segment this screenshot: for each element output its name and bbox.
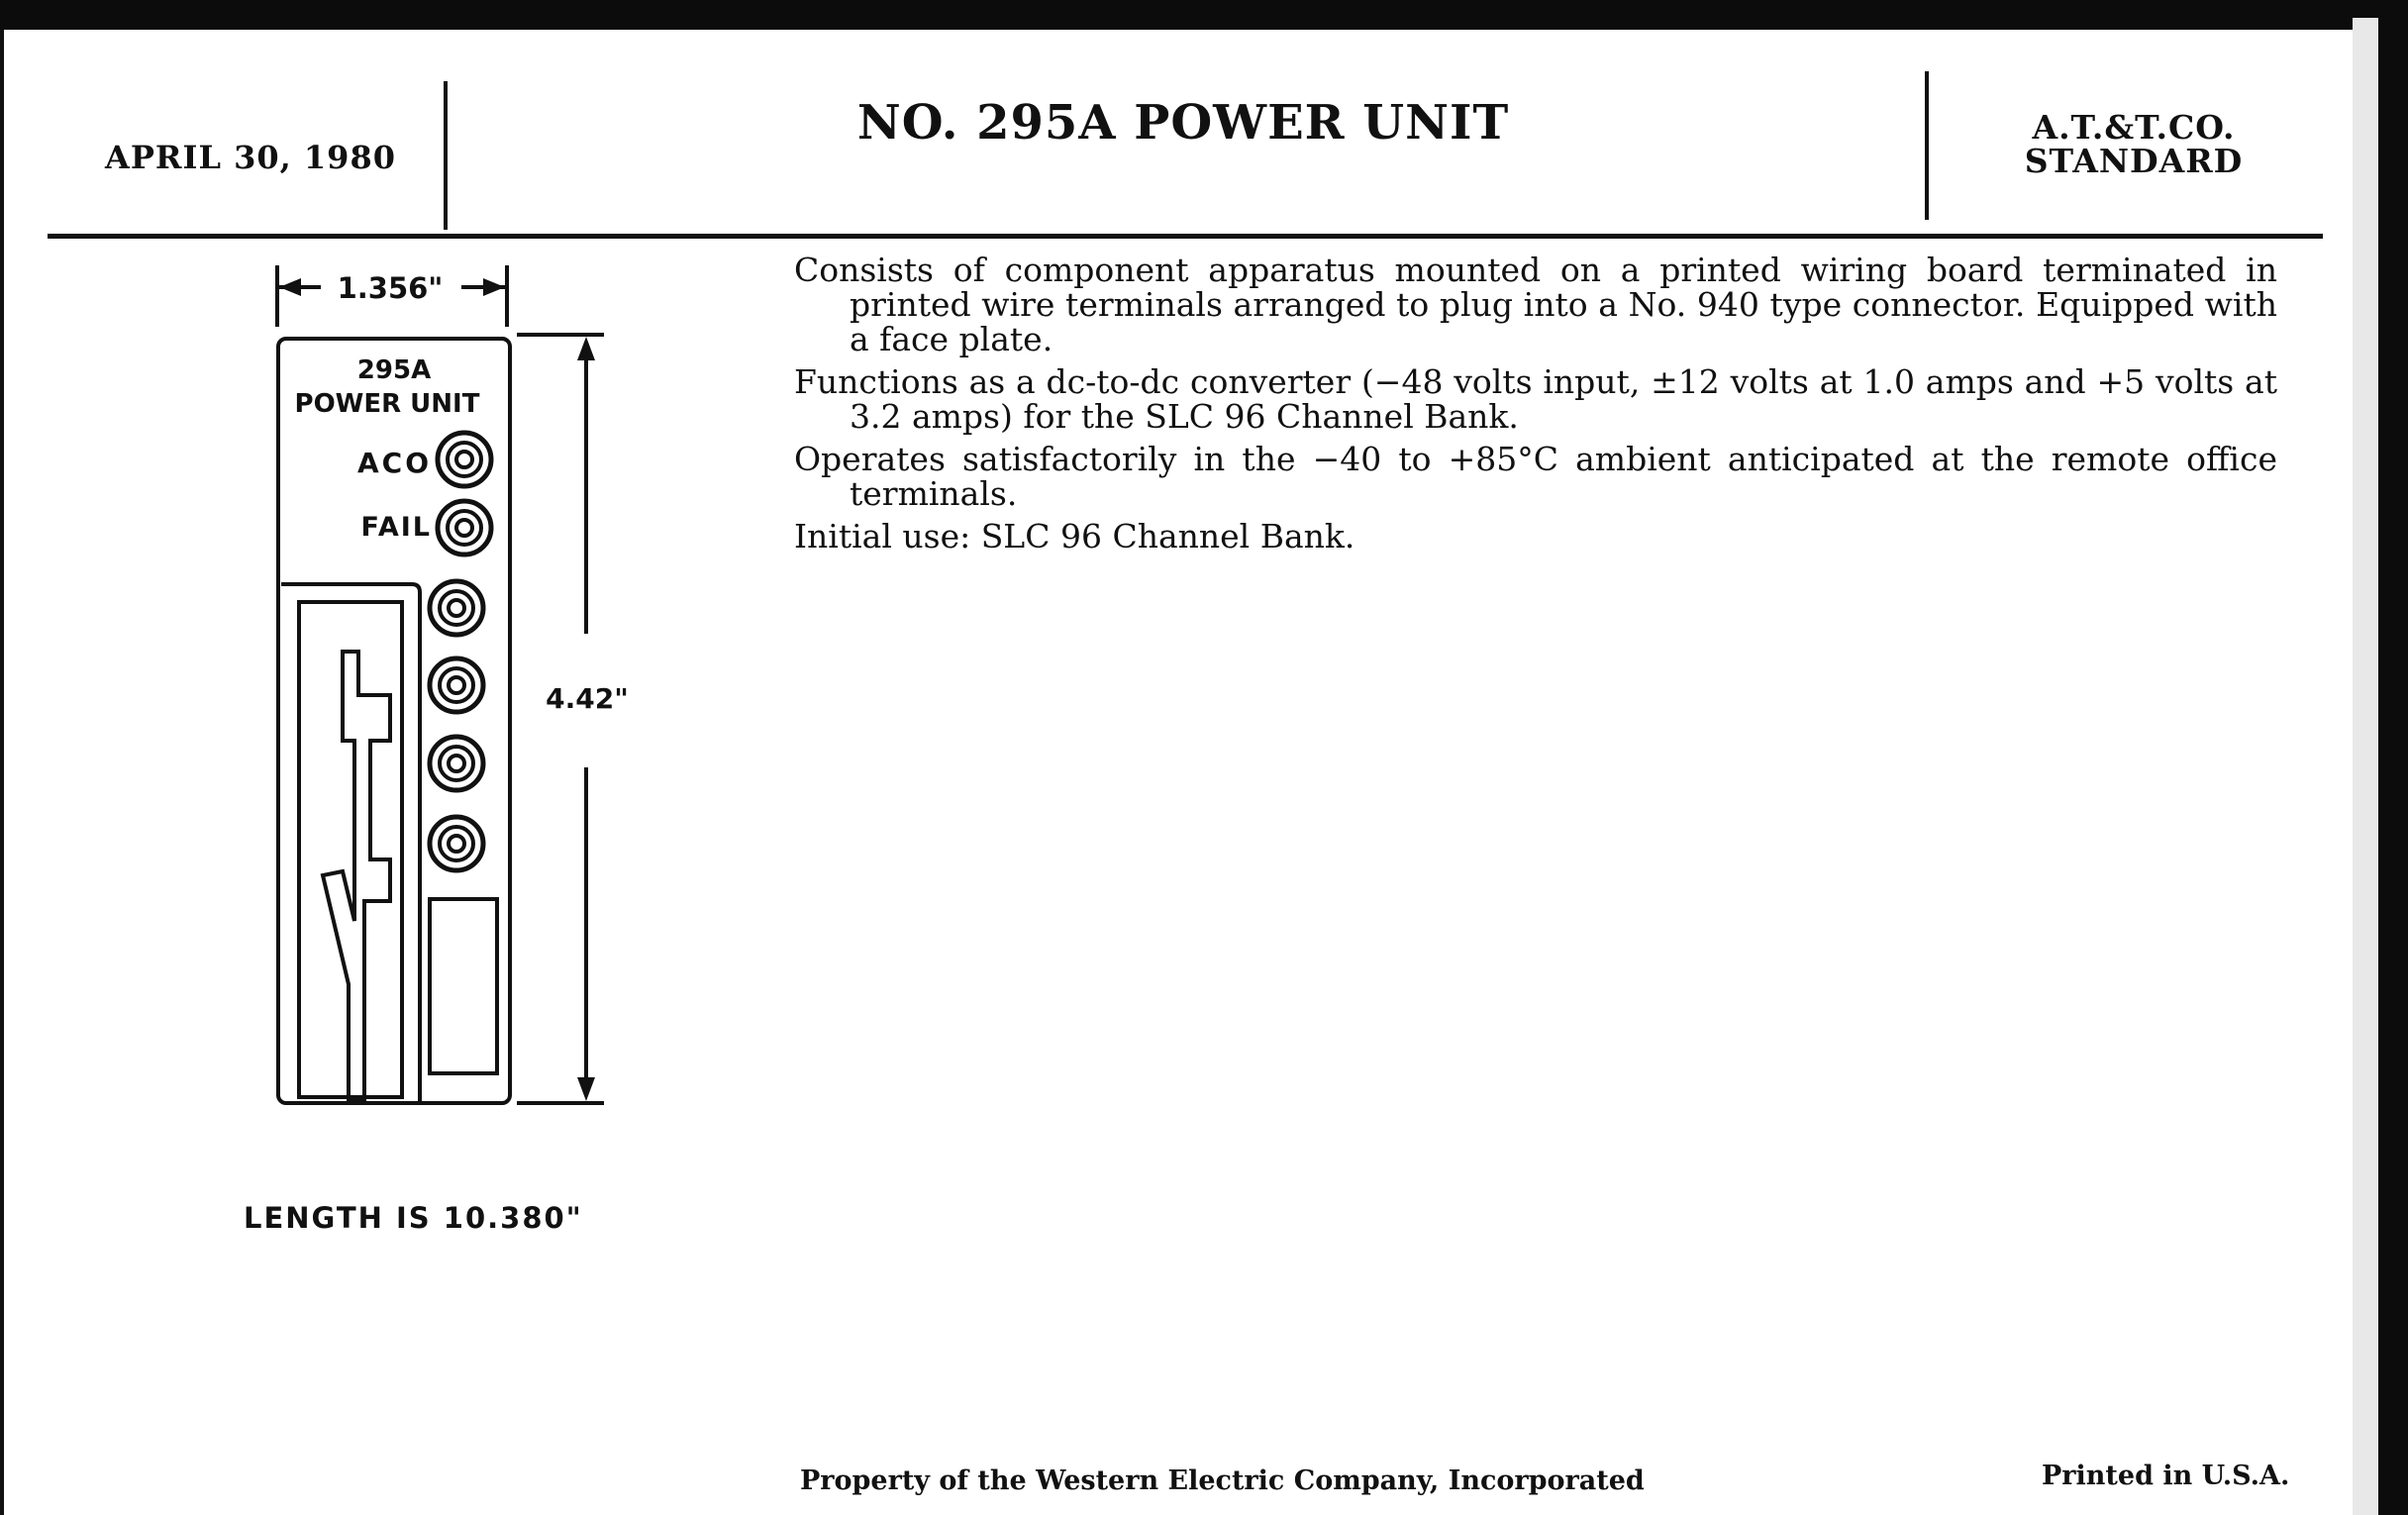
- document-sheet: [4, 30, 2351, 1515]
- standard-mark-line2: STANDARD: [2024, 142, 2244, 180]
- printed-in-notice: Printed in U.S.A.: [2042, 1461, 2290, 1491]
- unit-label-number: 295A: [357, 355, 431, 385]
- header-divider-left: [444, 81, 448, 230]
- height-dim-bottom-arrow: [577, 1077, 595, 1101]
- latch-frame-outer: [281, 582, 422, 1103]
- height-dim-top-arrow: [577, 337, 595, 360]
- document-title: NO. 295A POWER UNIT: [856, 95, 1510, 151]
- scan-border-right: [2378, 0, 2408, 1515]
- description-paragraph-4: Initial use: SLC 96 Channel Bank.: [794, 517, 1355, 556]
- unit-label-name: POWER UNIT: [295, 389, 480, 419]
- test-jack-3-icon: [427, 734, 486, 793]
- test-jack-2-icon: [427, 656, 486, 715]
- length-note: LENGTH IS 10.380": [244, 1201, 583, 1235]
- latch-lever: [320, 650, 392, 1103]
- fail-lamp-icon: [435, 498, 494, 557]
- standard-mark-line1: A.T.&T.CO.: [2032, 108, 2236, 147]
- fail-label: FAIL: [361, 512, 433, 543]
- description-paragraph-2: Functions as a dc-to-dc converter (−48 v…: [794, 362, 2277, 436]
- description: Consists of component apparatus mounted …: [794, 252, 2277, 561]
- header-divider-right: [1925, 71, 1929, 220]
- scan-border-top: [0, 0, 2408, 30]
- scan-border-right-inner: [2353, 18, 2378, 1515]
- header-rule: [48, 234, 2323, 239]
- face-plate-outline: [276, 337, 512, 1105]
- description-paragraph-1: Consists of component apparatus mounted …: [794, 251, 2277, 358]
- property-notice: Property of the Western Electric Company…: [800, 1465, 1645, 1496]
- width-dim-right-arrow: [483, 278, 505, 296]
- lower-window: [428, 897, 499, 1075]
- width-dimension-label: 1.356": [338, 271, 444, 305]
- description-paragraph-3: Operates satisfactorily in the −40 to +8…: [794, 440, 2277, 513]
- issue-date: APRIL 30, 1980: [105, 139, 396, 176]
- standard-mark: A.T.&T.CO. STANDARD: [1990, 111, 2277, 178]
- latch-frame-inner: [297, 600, 404, 1099]
- height-dimension-label: 4.42": [546, 682, 629, 715]
- test-jack-1-icon: [427, 578, 486, 638]
- test-jack-4-icon: [427, 814, 486, 873]
- scan-border-left: [0, 30, 4, 1515]
- aco-label: ACO: [357, 447, 432, 479]
- width-dim-left-arrow: [279, 278, 301, 296]
- aco-lamp-icon: [435, 430, 494, 489]
